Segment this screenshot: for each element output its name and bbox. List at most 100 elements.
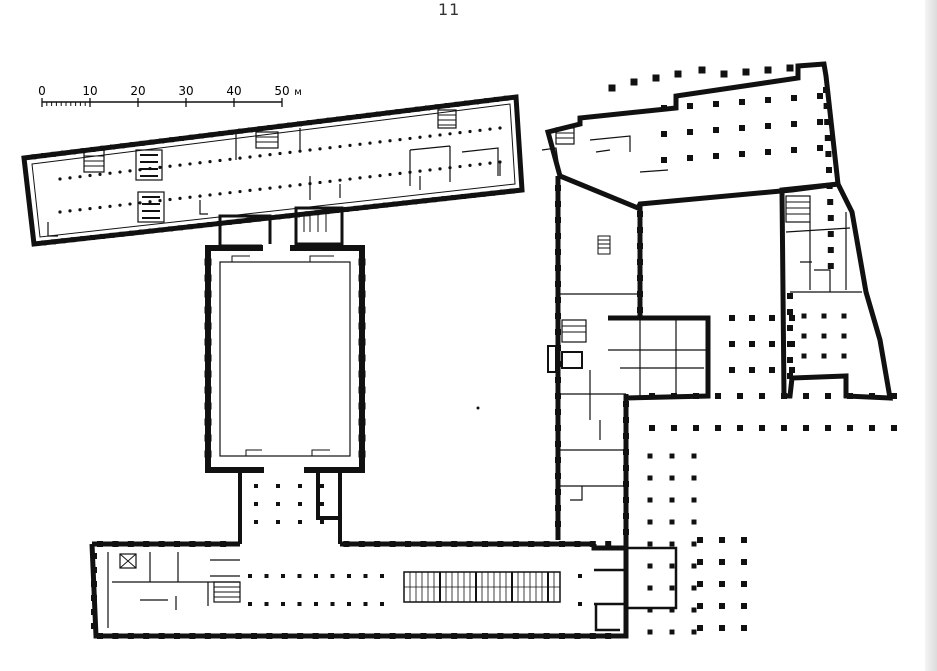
courtyard-column	[891, 393, 897, 399]
south-pier	[97, 541, 103, 547]
wall-pier	[197, 223, 203, 229]
south-pier	[420, 541, 427, 547]
corridor-pier	[555, 457, 561, 463]
hall-pier	[358, 322, 366, 330]
hall-pier	[204, 290, 212, 298]
scale-tick-label-10: 10	[82, 84, 97, 98]
wall-pier	[385, 110, 391, 116]
south-pier	[528, 633, 535, 639]
column	[178, 196, 182, 200]
column	[821, 313, 827, 319]
column	[218, 192, 222, 196]
column	[318, 180, 322, 185]
column	[801, 353, 807, 359]
northwest-wing	[21, 94, 525, 247]
northwest-wing-door-marks	[47, 162, 501, 237]
pavilion-pier	[787, 309, 793, 315]
wall-pier	[336, 116, 342, 122]
wall-pier	[237, 128, 243, 134]
column	[468, 129, 472, 134]
corridor-pier	[555, 425, 561, 431]
column	[118, 203, 122, 207]
column	[298, 520, 302, 524]
courtyard-column	[869, 425, 875, 431]
south-pier	[281, 633, 288, 639]
wall-pier	[334, 208, 340, 214]
plan-mark-dot	[476, 406, 480, 410]
south-pier	[91, 567, 97, 573]
corridor-pier	[623, 401, 629, 407]
east-edge-pier	[823, 103, 830, 109]
corridor-pier	[623, 513, 629, 519]
courtyard-colonnade	[647, 393, 897, 635]
wall-pier	[402, 200, 408, 206]
column	[148, 200, 152, 204]
corridor-pier	[623, 481, 629, 487]
column	[378, 174, 382, 178]
column	[749, 341, 755, 347]
corridor-pier	[623, 497, 629, 503]
hall-pier	[204, 306, 212, 314]
column	[264, 602, 269, 606]
column	[488, 161, 492, 165]
central-hall	[204, 244, 366, 474]
corridor-pier	[555, 441, 561, 447]
column	[418, 169, 422, 173]
wall-pier	[285, 213, 291, 219]
column	[739, 125, 745, 131]
courtyard-column	[669, 585, 675, 591]
column	[158, 165, 162, 170]
corridor-pier	[637, 259, 643, 265]
northwest-wing-stair-center	[255, 131, 279, 149]
outer-column	[674, 70, 682, 78]
wall-pier	[493, 96, 499, 102]
east-side-block	[608, 315, 795, 401]
courtyard-column	[741, 603, 747, 609]
wall-pier	[375, 111, 381, 117]
east-side-block-outline	[608, 315, 711, 401]
courtyard-column	[671, 393, 677, 399]
courtyard-column	[737, 425, 743, 431]
far-east-pavilion-columns	[787, 293, 847, 379]
column	[687, 155, 693, 161]
wall-pier	[474, 99, 480, 105]
courtyard-column	[691, 629, 697, 635]
south-pier	[543, 633, 550, 639]
hall-pier	[343, 245, 349, 251]
courtyard-column	[891, 425, 897, 431]
column	[841, 333, 847, 339]
wall-pier	[365, 112, 371, 118]
courtyard-column	[741, 581, 747, 587]
south-wing-main-stair	[403, 571, 561, 603]
south-pier	[91, 581, 97, 587]
column	[418, 135, 422, 139]
column	[398, 171, 402, 175]
outer-column	[698, 66, 706, 74]
column	[801, 313, 807, 319]
column	[330, 574, 335, 578]
hall-pier	[315, 245, 321, 251]
hall-pier	[358, 258, 366, 266]
courtyard-column	[825, 393, 831, 399]
corridor-pier	[555, 329, 561, 335]
south-pier	[127, 541, 134, 547]
scale-tick-label-40: 40	[226, 84, 241, 98]
column	[254, 502, 258, 506]
column	[278, 151, 282, 156]
column	[841, 353, 847, 359]
south-pier	[328, 633, 334, 639]
pavilion-pier	[787, 373, 793, 379]
south-pier	[174, 633, 180, 639]
south-wing-outline	[89, 541, 629, 639]
scale-tick-label-20: 20	[130, 84, 145, 98]
column	[98, 205, 102, 210]
wall-pier	[255, 216, 261, 222]
column	[438, 167, 442, 171]
column	[687, 129, 693, 135]
column	[88, 206, 92, 211]
column	[729, 315, 735, 321]
column	[168, 164, 172, 168]
column	[428, 134, 432, 138]
east-corridor-stair-lower	[561, 319, 587, 369]
south-pier	[512, 633, 519, 639]
